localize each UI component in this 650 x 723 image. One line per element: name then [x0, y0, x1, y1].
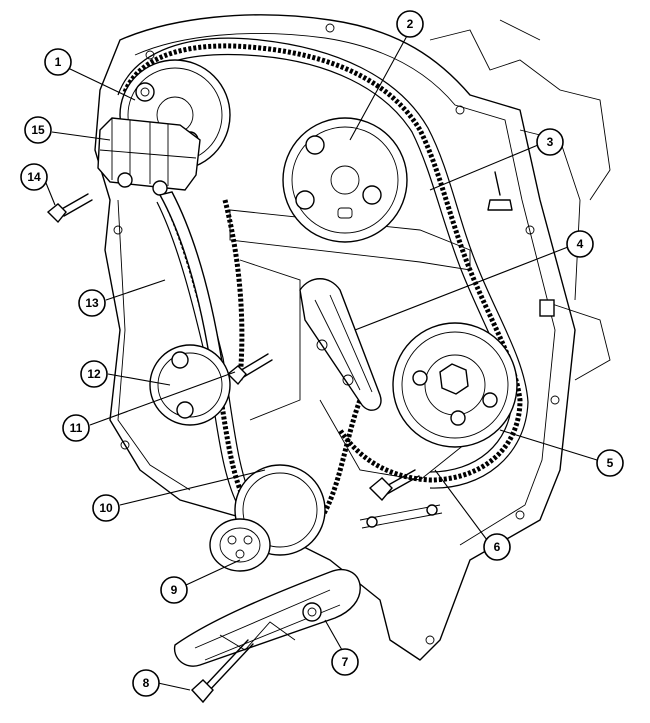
callout-2: 2	[396, 10, 424, 38]
callout-10: 10	[92, 494, 120, 522]
callout-label: 11	[70, 421, 83, 435]
callout-12: 12	[80, 360, 108, 388]
callout-8: 8	[132, 669, 160, 697]
chain-guide	[299, 278, 382, 411]
callout-4: 4	[566, 230, 594, 258]
callout-label: 2	[407, 17, 414, 31]
callout-11: 11	[62, 414, 90, 442]
bolt-14	[46, 193, 93, 224]
callout-label: 10	[99, 501, 113, 515]
callout-label: 3	[547, 135, 554, 149]
callout-7: 7	[331, 648, 359, 676]
callout-label: 4	[577, 237, 584, 251]
callout-5: 5	[596, 449, 624, 477]
callout-label: 15	[31, 123, 45, 137]
callout-label: 7	[342, 655, 349, 669]
lower-tensioner-arm	[173, 568, 361, 667]
callout-15: 15	[24, 116, 52, 144]
bolt-8	[191, 639, 254, 704]
callout-13: 13	[78, 289, 106, 317]
callout-6: 6	[483, 533, 511, 561]
callout-label: 6	[494, 540, 501, 554]
bolt-6	[359, 469, 443, 529]
bolt-11	[226, 353, 273, 386]
callout-1: 1	[44, 48, 72, 76]
intermediate-sprocket	[149, 344, 231, 426]
callout-label: 8	[143, 676, 150, 690]
callout-label: 12	[87, 367, 101, 381]
callout-label: 14	[27, 170, 41, 184]
pump-sprocket	[392, 322, 518, 448]
crankshaft-hub	[209, 518, 271, 572]
callout-label: 9	[171, 583, 178, 597]
callout-label: 1	[55, 55, 62, 69]
callout-14: 14	[20, 163, 48, 191]
callout-3: 3	[536, 128, 564, 156]
callout-leaders	[45, 33, 598, 691]
callout-9: 9	[160, 576, 188, 604]
callout-label: 5	[607, 456, 614, 470]
callout-label: 13	[85, 296, 99, 310]
chain-tensioner	[97, 117, 201, 196]
camshaft-sprocket-right	[282, 117, 408, 243]
